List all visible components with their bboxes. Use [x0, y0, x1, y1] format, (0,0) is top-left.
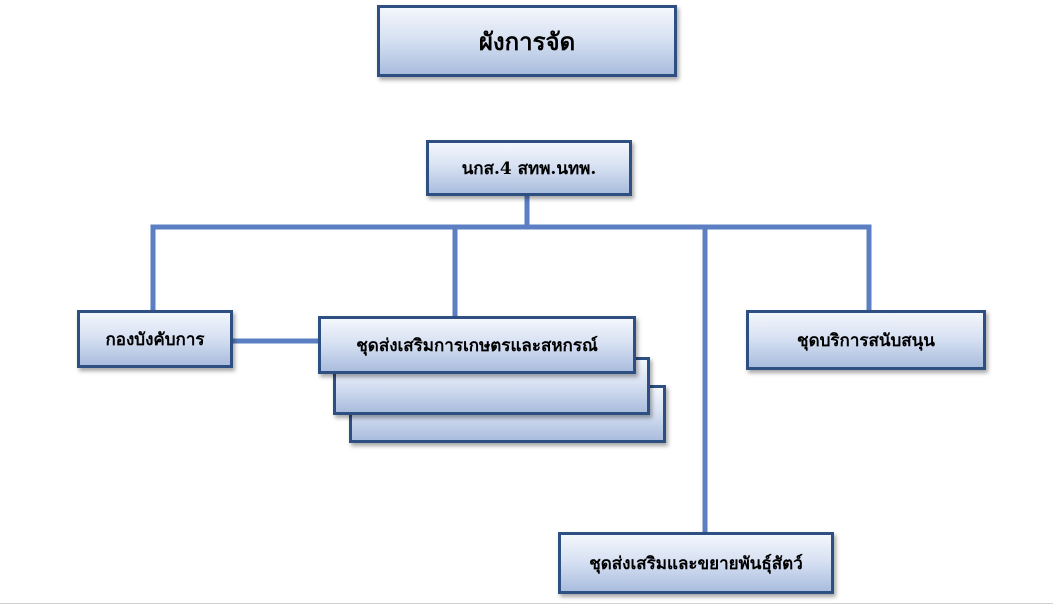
node-livestock: ชุดส่งเสริมและขยายพันธุ์สัตว์ [558, 532, 834, 594]
node-support: ชุดบริการสนับสนุน [746, 310, 986, 370]
chart-title-box: ผังการจัด [377, 5, 677, 77]
node-hq: กองบังคับการ [77, 310, 233, 368]
node-livestock-label: ชุดส่งเสริมและขยายพันธุ์สัตว์ [589, 553, 803, 574]
node-hq-label: กองบังคับการ [105, 329, 205, 350]
root-node-label: นกส.4 สทพ.นทพ. [461, 158, 597, 179]
node-support-label: ชุดบริการสนับสนุน [797, 330, 935, 351]
bottom-divider [0, 603, 1053, 604]
node-agri-coop-label: ชุดส่งเสริมการเกษตรและสหกรณ์ [356, 335, 598, 356]
root-node: นกส.4 สทพ.นทพ. [426, 140, 632, 196]
chart-title: ผังการจัด [478, 26, 576, 56]
node-agri-coop: ชุดส่งเสริมการเกษตรและสหกรณ์ [318, 316, 636, 374]
